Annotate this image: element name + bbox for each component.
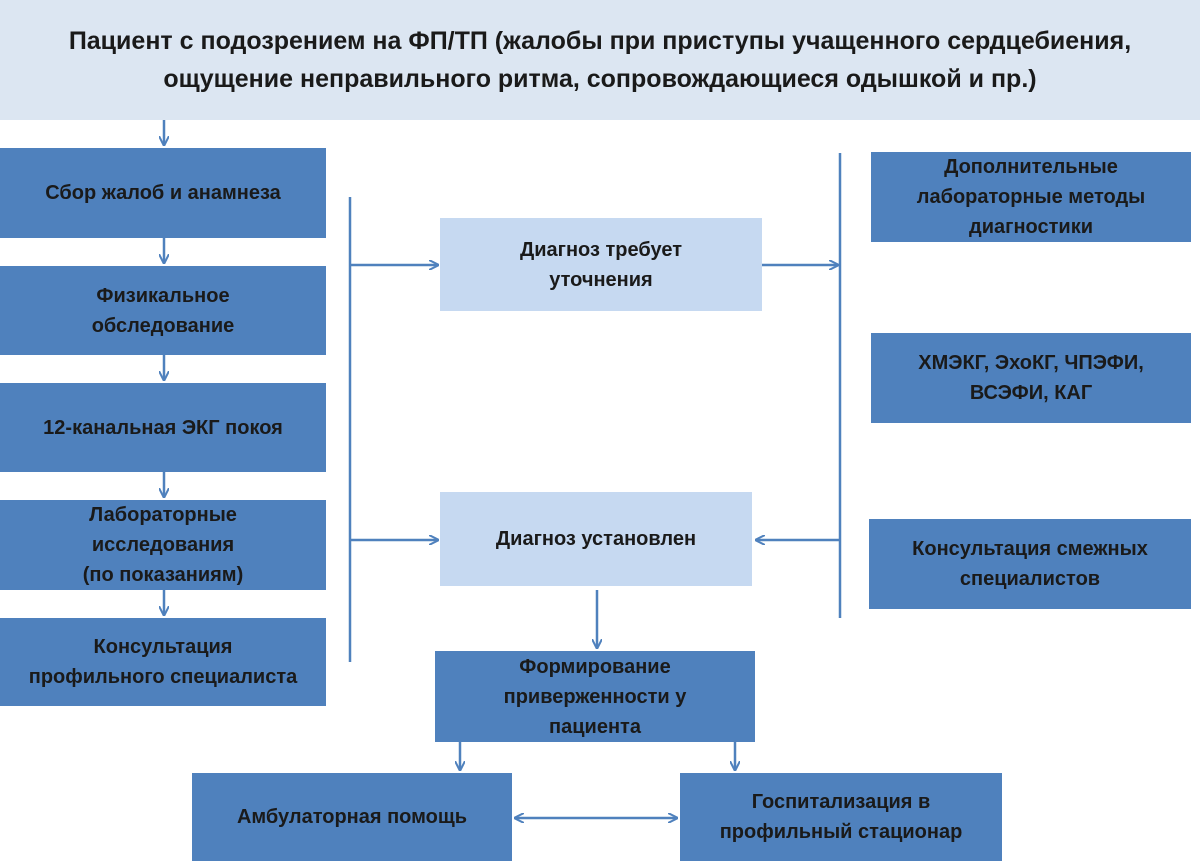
header-line-1: Пациент с подозрением на ФП/ТП (жалобы п… xyxy=(68,27,1132,55)
box-line: Физикальное xyxy=(96,284,230,307)
box-diagnosis-needs-clarification: Диагноз требует уточнения xyxy=(440,218,762,311)
box-line: (по показаниям) xyxy=(82,564,244,586)
box-line: Лабораторные xyxy=(89,504,237,526)
box-additional-lab-methods: Дополнительные лабораторные методы диагн… xyxy=(871,152,1191,242)
box-line: приверженности у xyxy=(503,685,687,708)
box-line: диагностики xyxy=(969,216,1093,238)
box-line: уточнения xyxy=(549,268,653,291)
box-history-taking: Сбор жалоб и анамнеза xyxy=(0,148,326,238)
box-line: профильного специалиста xyxy=(28,666,298,688)
box-line: Госпитализация в xyxy=(751,791,931,813)
box-line: Консультация смежных xyxy=(912,538,1148,560)
box-related-specialists: Консультация смежных специалистов xyxy=(869,519,1191,609)
box-line: Сбор жалоб и анамнеза xyxy=(45,182,281,204)
box-line: Формирование xyxy=(519,655,671,678)
box-line: ВСЭФИ, КАГ xyxy=(969,382,1093,404)
box-line: Амбулаторная помощь xyxy=(236,806,468,828)
box-line: Консультация xyxy=(93,636,233,658)
box-outpatient-care: Амбулаторная помощь xyxy=(192,773,512,861)
box-line: ХМЭКГ, ЭхоКГ, ЧПЭФИ, xyxy=(918,352,1144,374)
box-specialist-consult: Консультация профильного специалиста xyxy=(0,618,326,706)
box-line: специалистов xyxy=(959,568,1101,590)
box-adherence-formation: Формирование приверженности у пациента xyxy=(435,651,755,742)
box-line: Дополнительные xyxy=(944,156,1118,178)
box-diagnosis-established: Диагноз установлен xyxy=(440,492,752,586)
box-line: лабораторные методы xyxy=(916,186,1146,208)
box-ecg: 12-канальная ЭКГ покоя xyxy=(0,383,326,472)
box-physical-exam: Физикальное обследование xyxy=(0,266,326,355)
box-instrumental-methods: ХМЭКГ, ЭхоКГ, ЧПЭФИ, ВСЭФИ, КАГ xyxy=(871,333,1191,423)
box-line: обследование xyxy=(91,314,235,337)
header-line-2: ощущение неправильного ритма, сопровожда… xyxy=(163,65,1037,93)
box-lab-tests: Лабораторные исследования (по показаниям… xyxy=(0,500,326,590)
patient-header: Пациент с подозрением на ФП/ТП (жалобы п… xyxy=(0,0,1200,120)
box-line: профильный стационар xyxy=(719,821,963,843)
box-line: 12-канальная ЭКГ покоя xyxy=(43,416,283,439)
box-line: пациента xyxy=(549,715,641,738)
box-line: исследования xyxy=(91,534,235,556)
box-line: Диагноз требует xyxy=(519,238,682,261)
box-hospitalization: Госпитализация в профильный стационар xyxy=(680,773,1002,861)
box-line: Диагноз установлен xyxy=(495,528,697,550)
